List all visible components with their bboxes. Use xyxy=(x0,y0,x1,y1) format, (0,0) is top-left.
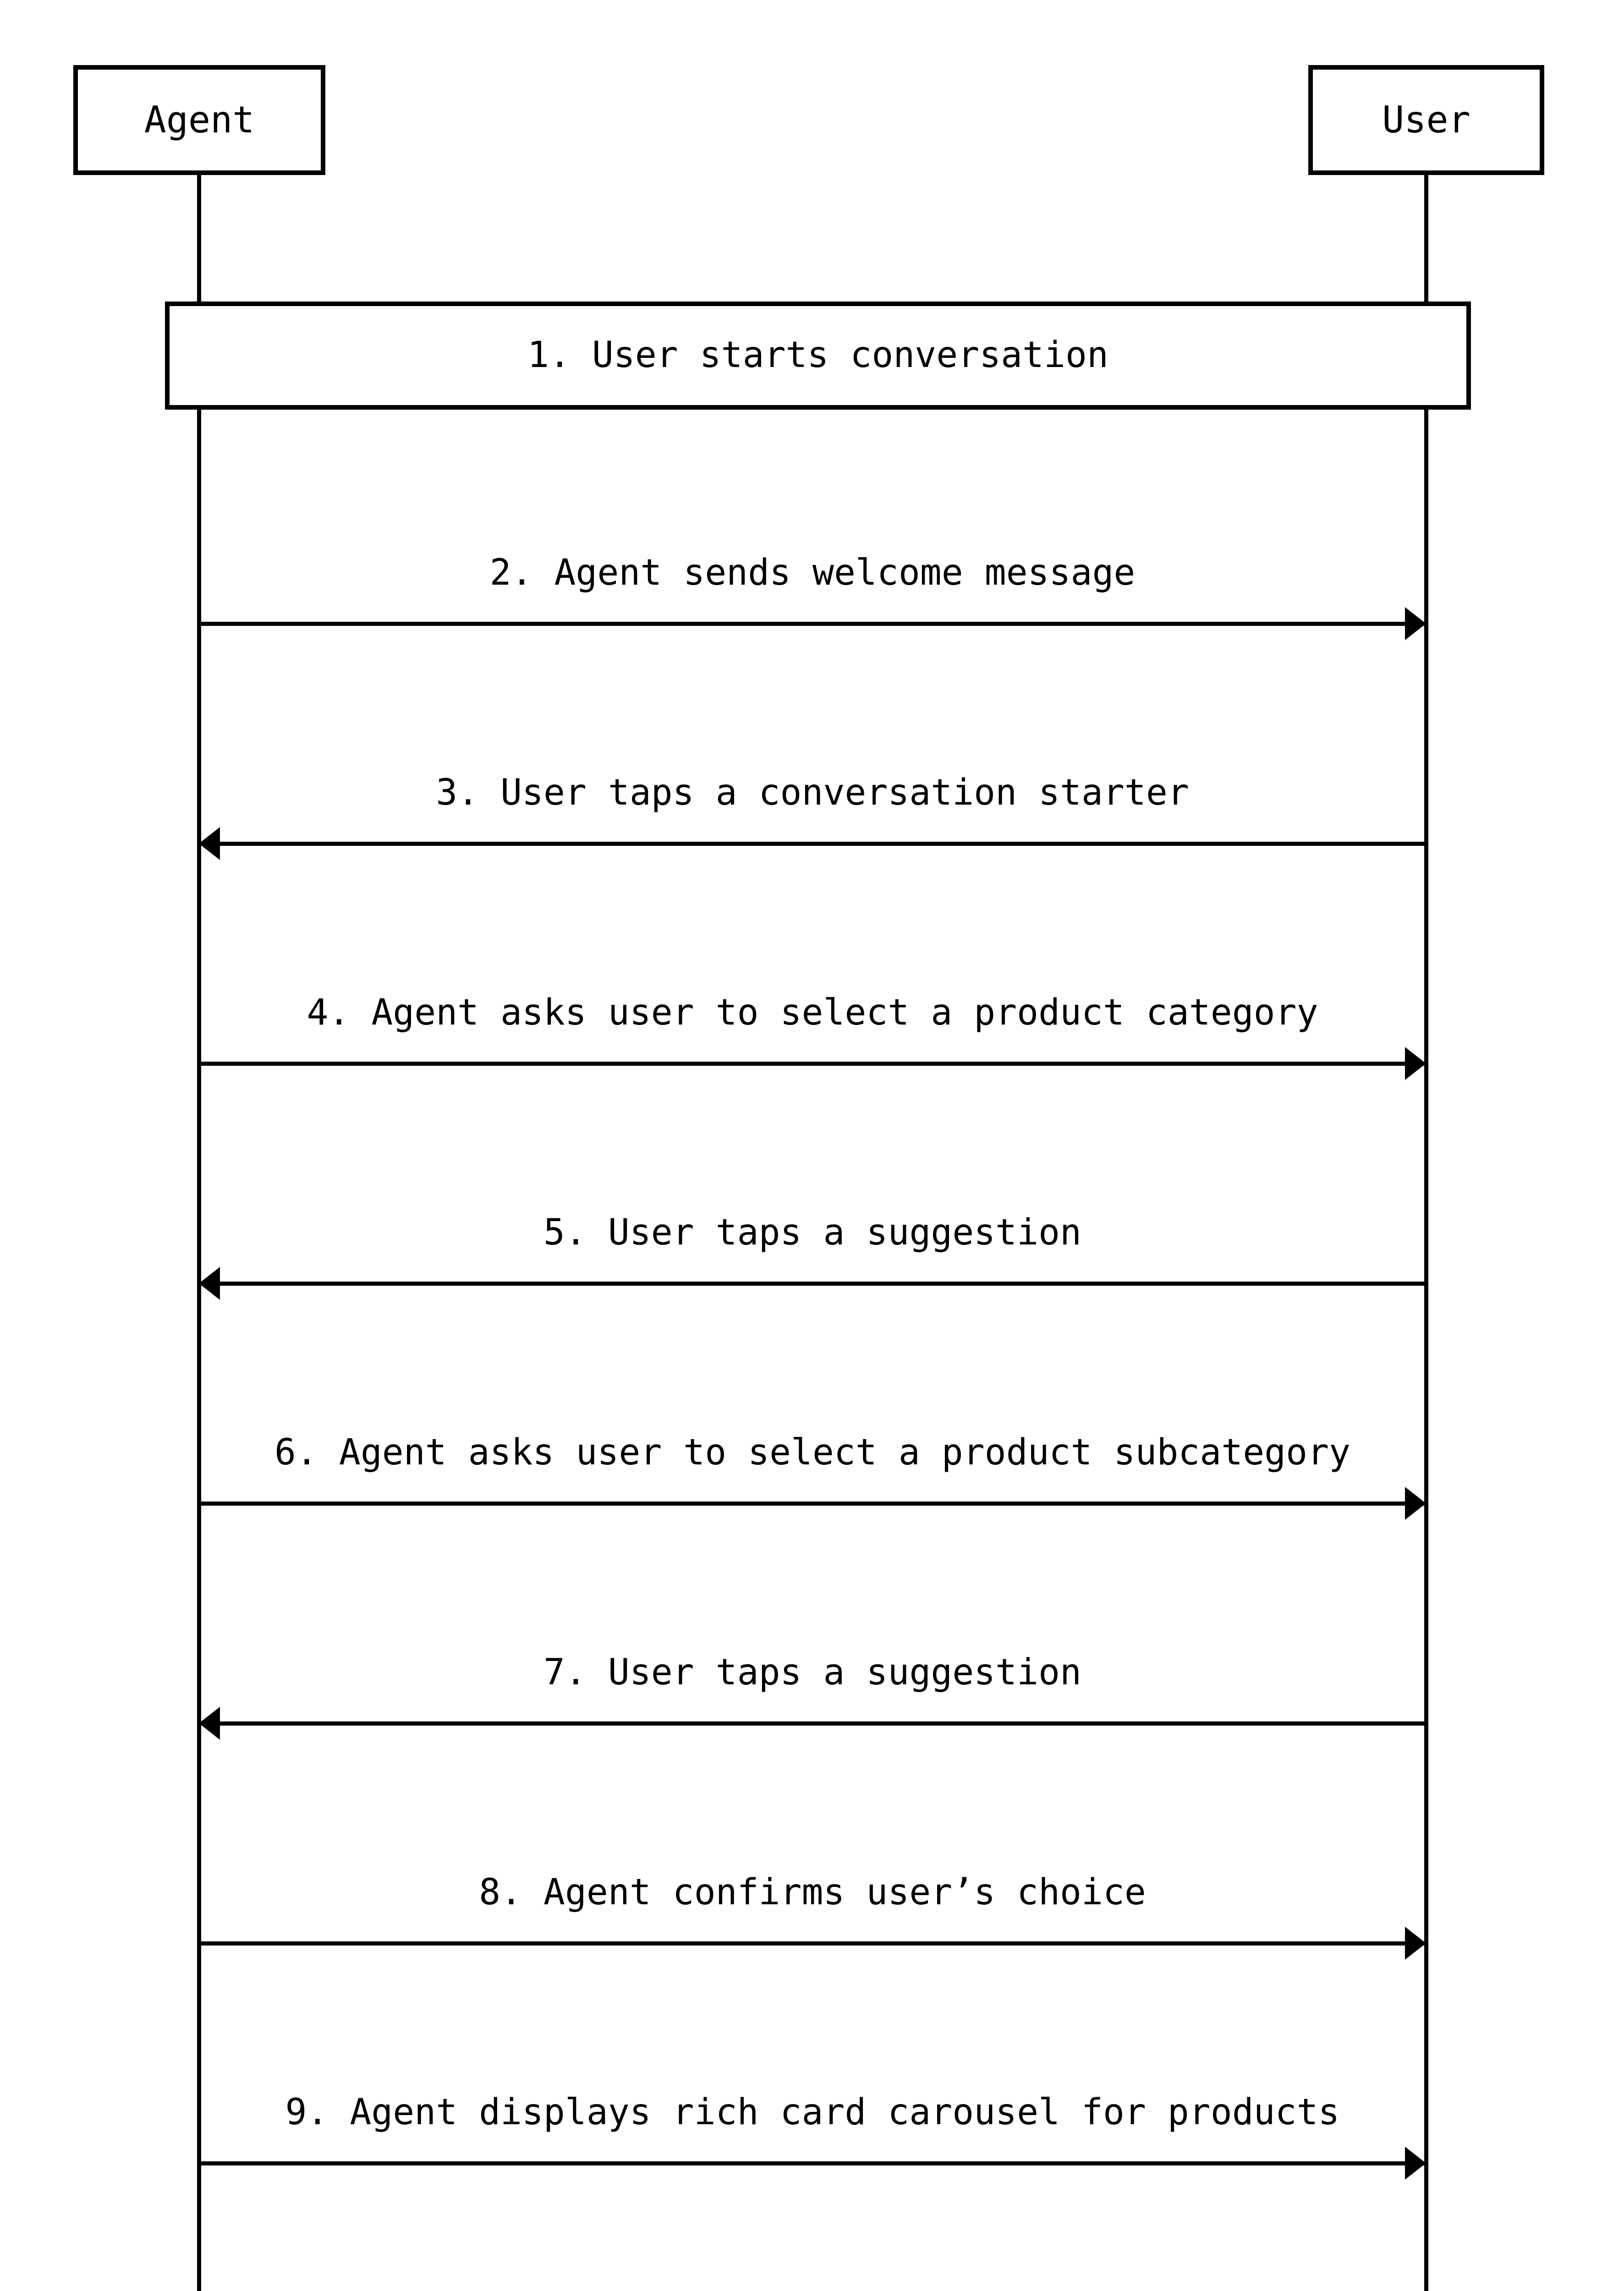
message-8: 8. Agent confirms user’s choice xyxy=(199,1825,1426,1962)
arrow-head-right xyxy=(1405,2147,1426,2180)
message-label: 2. Agent sends welcome message xyxy=(489,552,1136,594)
message-arrow-line xyxy=(199,1062,1426,1066)
arrow-head-right xyxy=(1405,607,1426,640)
message-2: 2. Agent sends welcome message xyxy=(199,505,1426,642)
message-arrow-line xyxy=(199,1941,1426,1946)
note-user-starts-conversation: 1. User starts conversation xyxy=(165,301,1471,410)
message-label: 5. User taps a suggestion xyxy=(543,1212,1081,1254)
arrow-head-right xyxy=(1405,1487,1426,1520)
message-10: 10. User selects a product xyxy=(199,2264,1426,2291)
message-6: 6. Agent asks user to select a product s… xyxy=(199,1385,1426,1522)
message-5: 5. User taps a suggestion xyxy=(199,1165,1426,1302)
arrow-head-left xyxy=(199,1707,220,1740)
message-label: 9. Agent displays rich card carousel for… xyxy=(285,2092,1340,2133)
actor-label: Agent xyxy=(144,99,255,141)
message-arrow-line xyxy=(199,842,1426,846)
arrow-head-right xyxy=(1405,1927,1426,1960)
message-7: 7. User taps a suggestion xyxy=(199,1605,1426,1742)
message-label: 7. User taps a suggestion xyxy=(543,1652,1081,1694)
actor-box-agent-top: Agent xyxy=(73,65,325,175)
message-4: 4. Agent asks user to select a product c… xyxy=(199,945,1426,1082)
message-arrow-line xyxy=(199,622,1426,626)
actor-label: User xyxy=(1382,99,1470,141)
message-label: 4. Agent asks user to select a product c… xyxy=(307,992,1318,1034)
message-label: 8. Agent confirms user’s choice xyxy=(479,1872,1146,1913)
message-9: 9. Agent displays rich card carousel for… xyxy=(199,2044,1426,2182)
agent-lifeline xyxy=(197,172,201,2291)
arrow-head-right xyxy=(1405,1047,1426,1080)
arrow-head-left xyxy=(199,827,220,860)
message-arrow-line xyxy=(199,1282,1426,1286)
arrow-head-left xyxy=(199,1267,220,1300)
message-arrow-line xyxy=(199,1721,1426,1726)
user-lifeline xyxy=(1424,172,1428,2291)
actor-box-user-top: User xyxy=(1308,65,1544,175)
message-label: 6. Agent asks user to select a product s… xyxy=(274,1432,1350,1474)
message-arrow-line xyxy=(199,2161,1426,2165)
note-label: 1. User starts conversation xyxy=(527,334,1108,376)
message-arrow-line xyxy=(199,1502,1426,1506)
message-label: 3. User taps a conversation starter xyxy=(436,772,1189,814)
message-3: 3. User taps a conversation starter xyxy=(199,725,1426,862)
